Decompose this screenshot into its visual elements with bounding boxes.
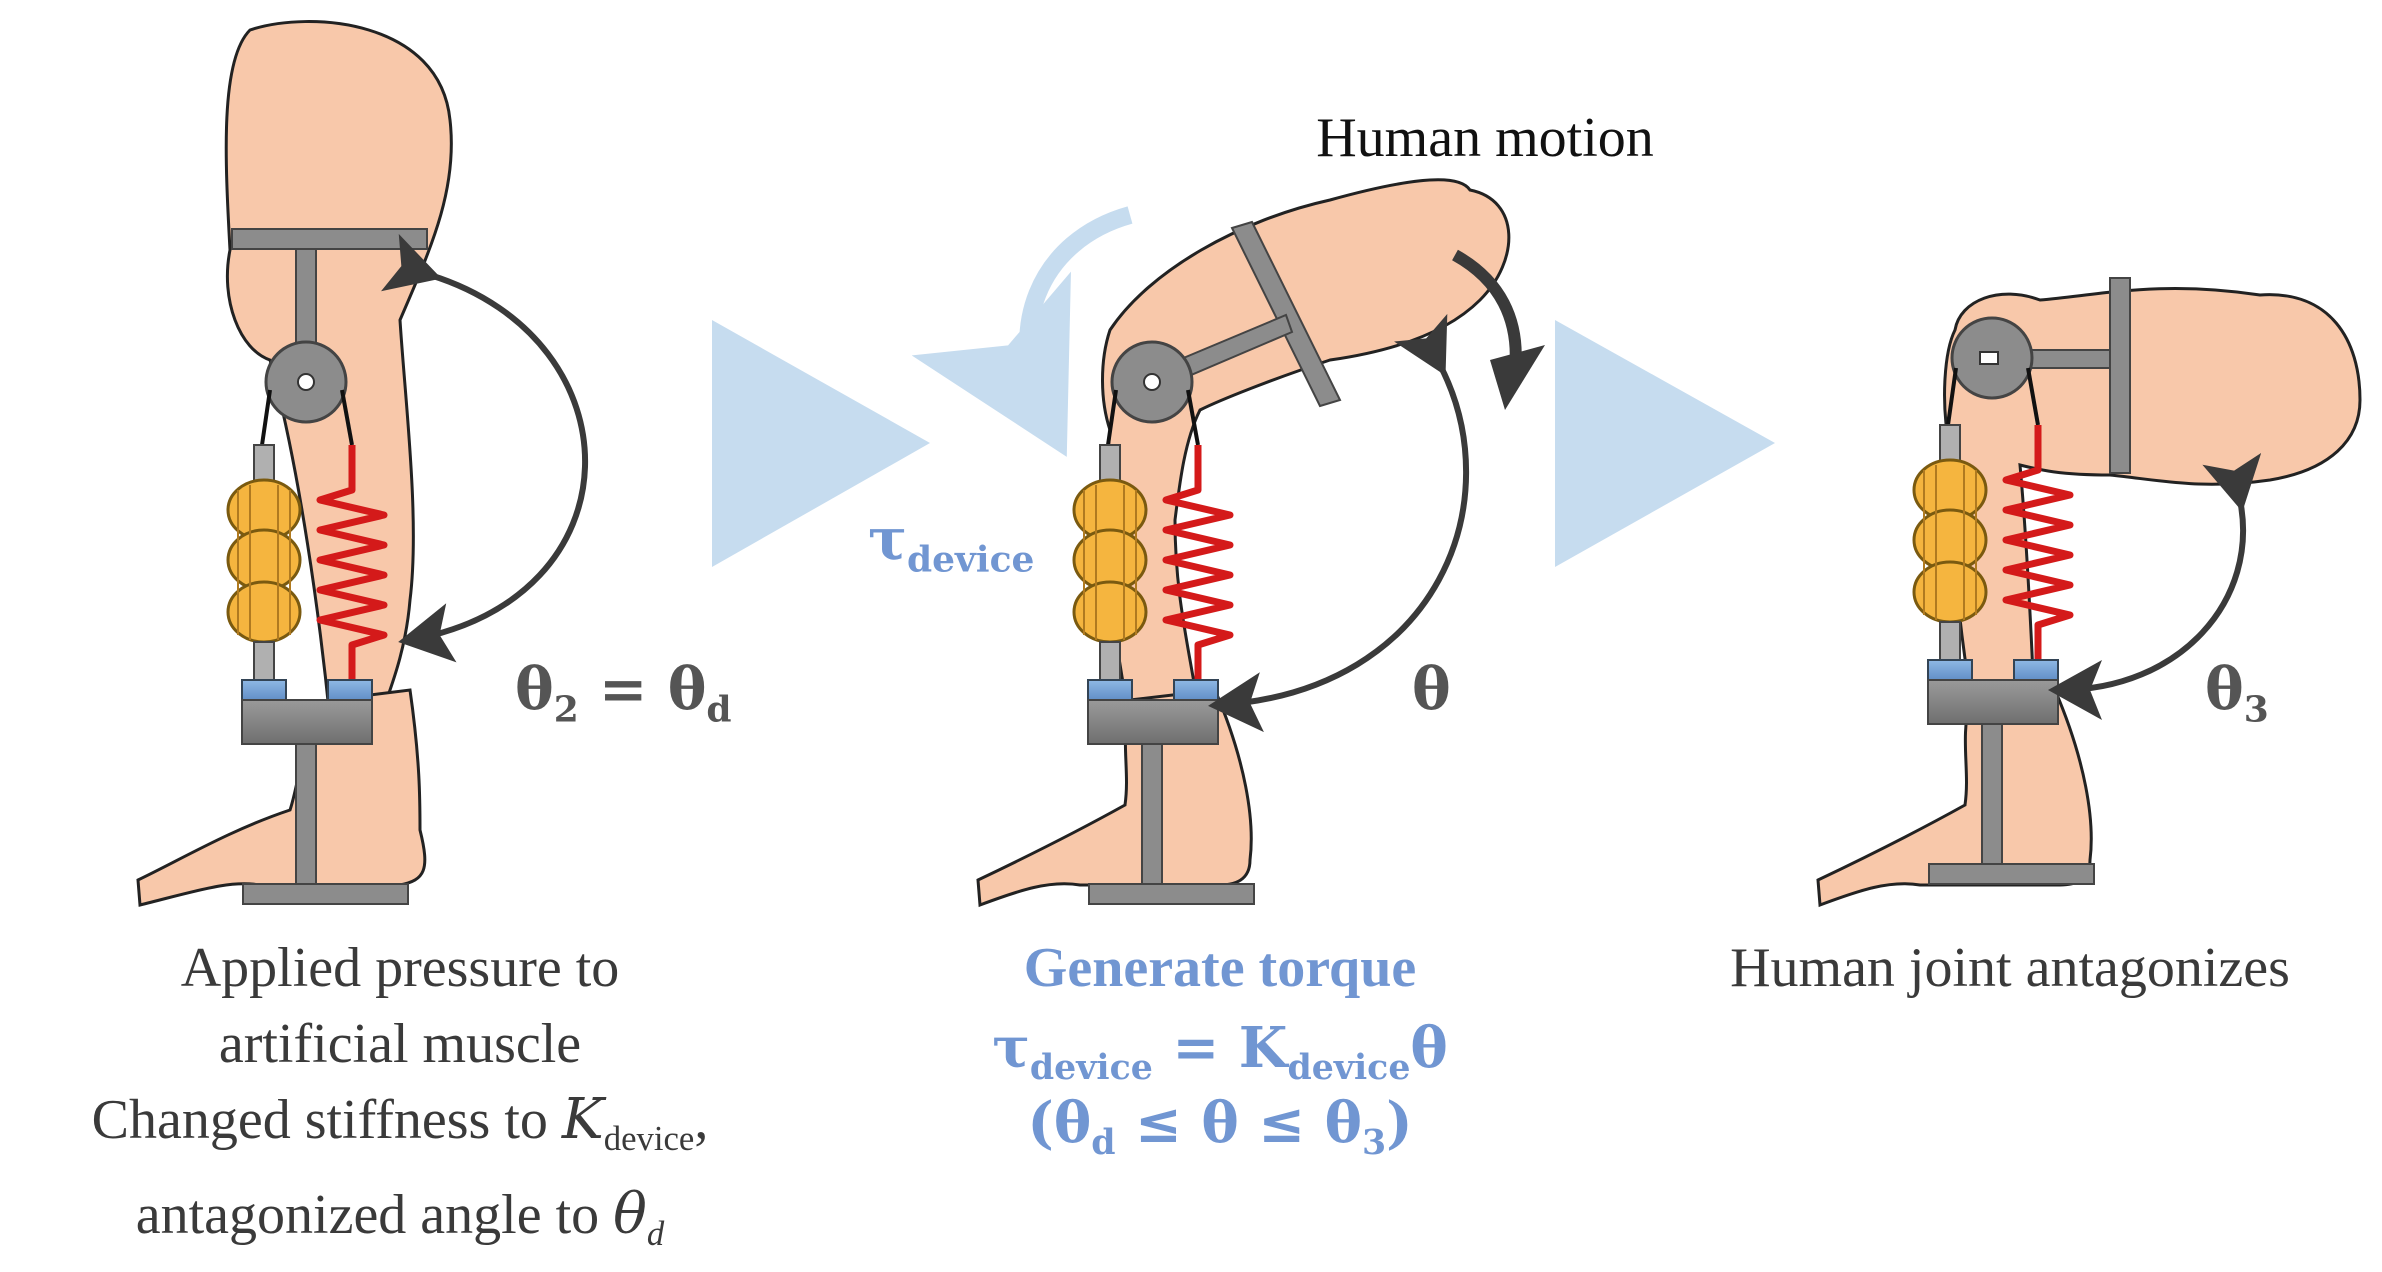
torque-equation: τdevice = Kdeviceθ <box>992 1015 1448 1089</box>
panel-3-caption: Human joint antagonizes <box>1730 937 2290 999</box>
panel-3-leg <box>1816 277 2362 908</box>
tau-device-label: τdevice <box>868 505 1035 581</box>
play-triangle-icon <box>1555 320 1775 567</box>
human-motion-label: Human motion <box>1316 107 1654 169</box>
angle-arrow <box>1208 313 1470 733</box>
angle-arrow <box>380 233 589 663</box>
motion-arrow <box>1490 345 1545 410</box>
panel-2-angle-label: θ <box>1412 655 1451 723</box>
panel-1-angle-label: θ2 = θd <box>515 655 732 731</box>
curved-arrow-icon <box>911 206 1133 457</box>
angle-range: (θd ≤ θ ≤ θ3) <box>1027 1090 1413 1164</box>
panel-1-caption: Applied pressure to artificial muscle Ch… <box>91 937 709 1254</box>
shank-foot <box>1816 688 2093 908</box>
angle-arrow <box>2048 452 2262 720</box>
spring <box>316 445 388 685</box>
generate-torque-title: Generate torque <box>1023 937 1417 999</box>
panel-2-leg <box>911 178 1545 908</box>
panel-1-leg <box>136 20 589 907</box>
thigh <box>1101 178 1511 722</box>
panel-3-angle-label: θ3 <box>2205 655 2269 731</box>
play-triangle-icon <box>712 320 930 567</box>
